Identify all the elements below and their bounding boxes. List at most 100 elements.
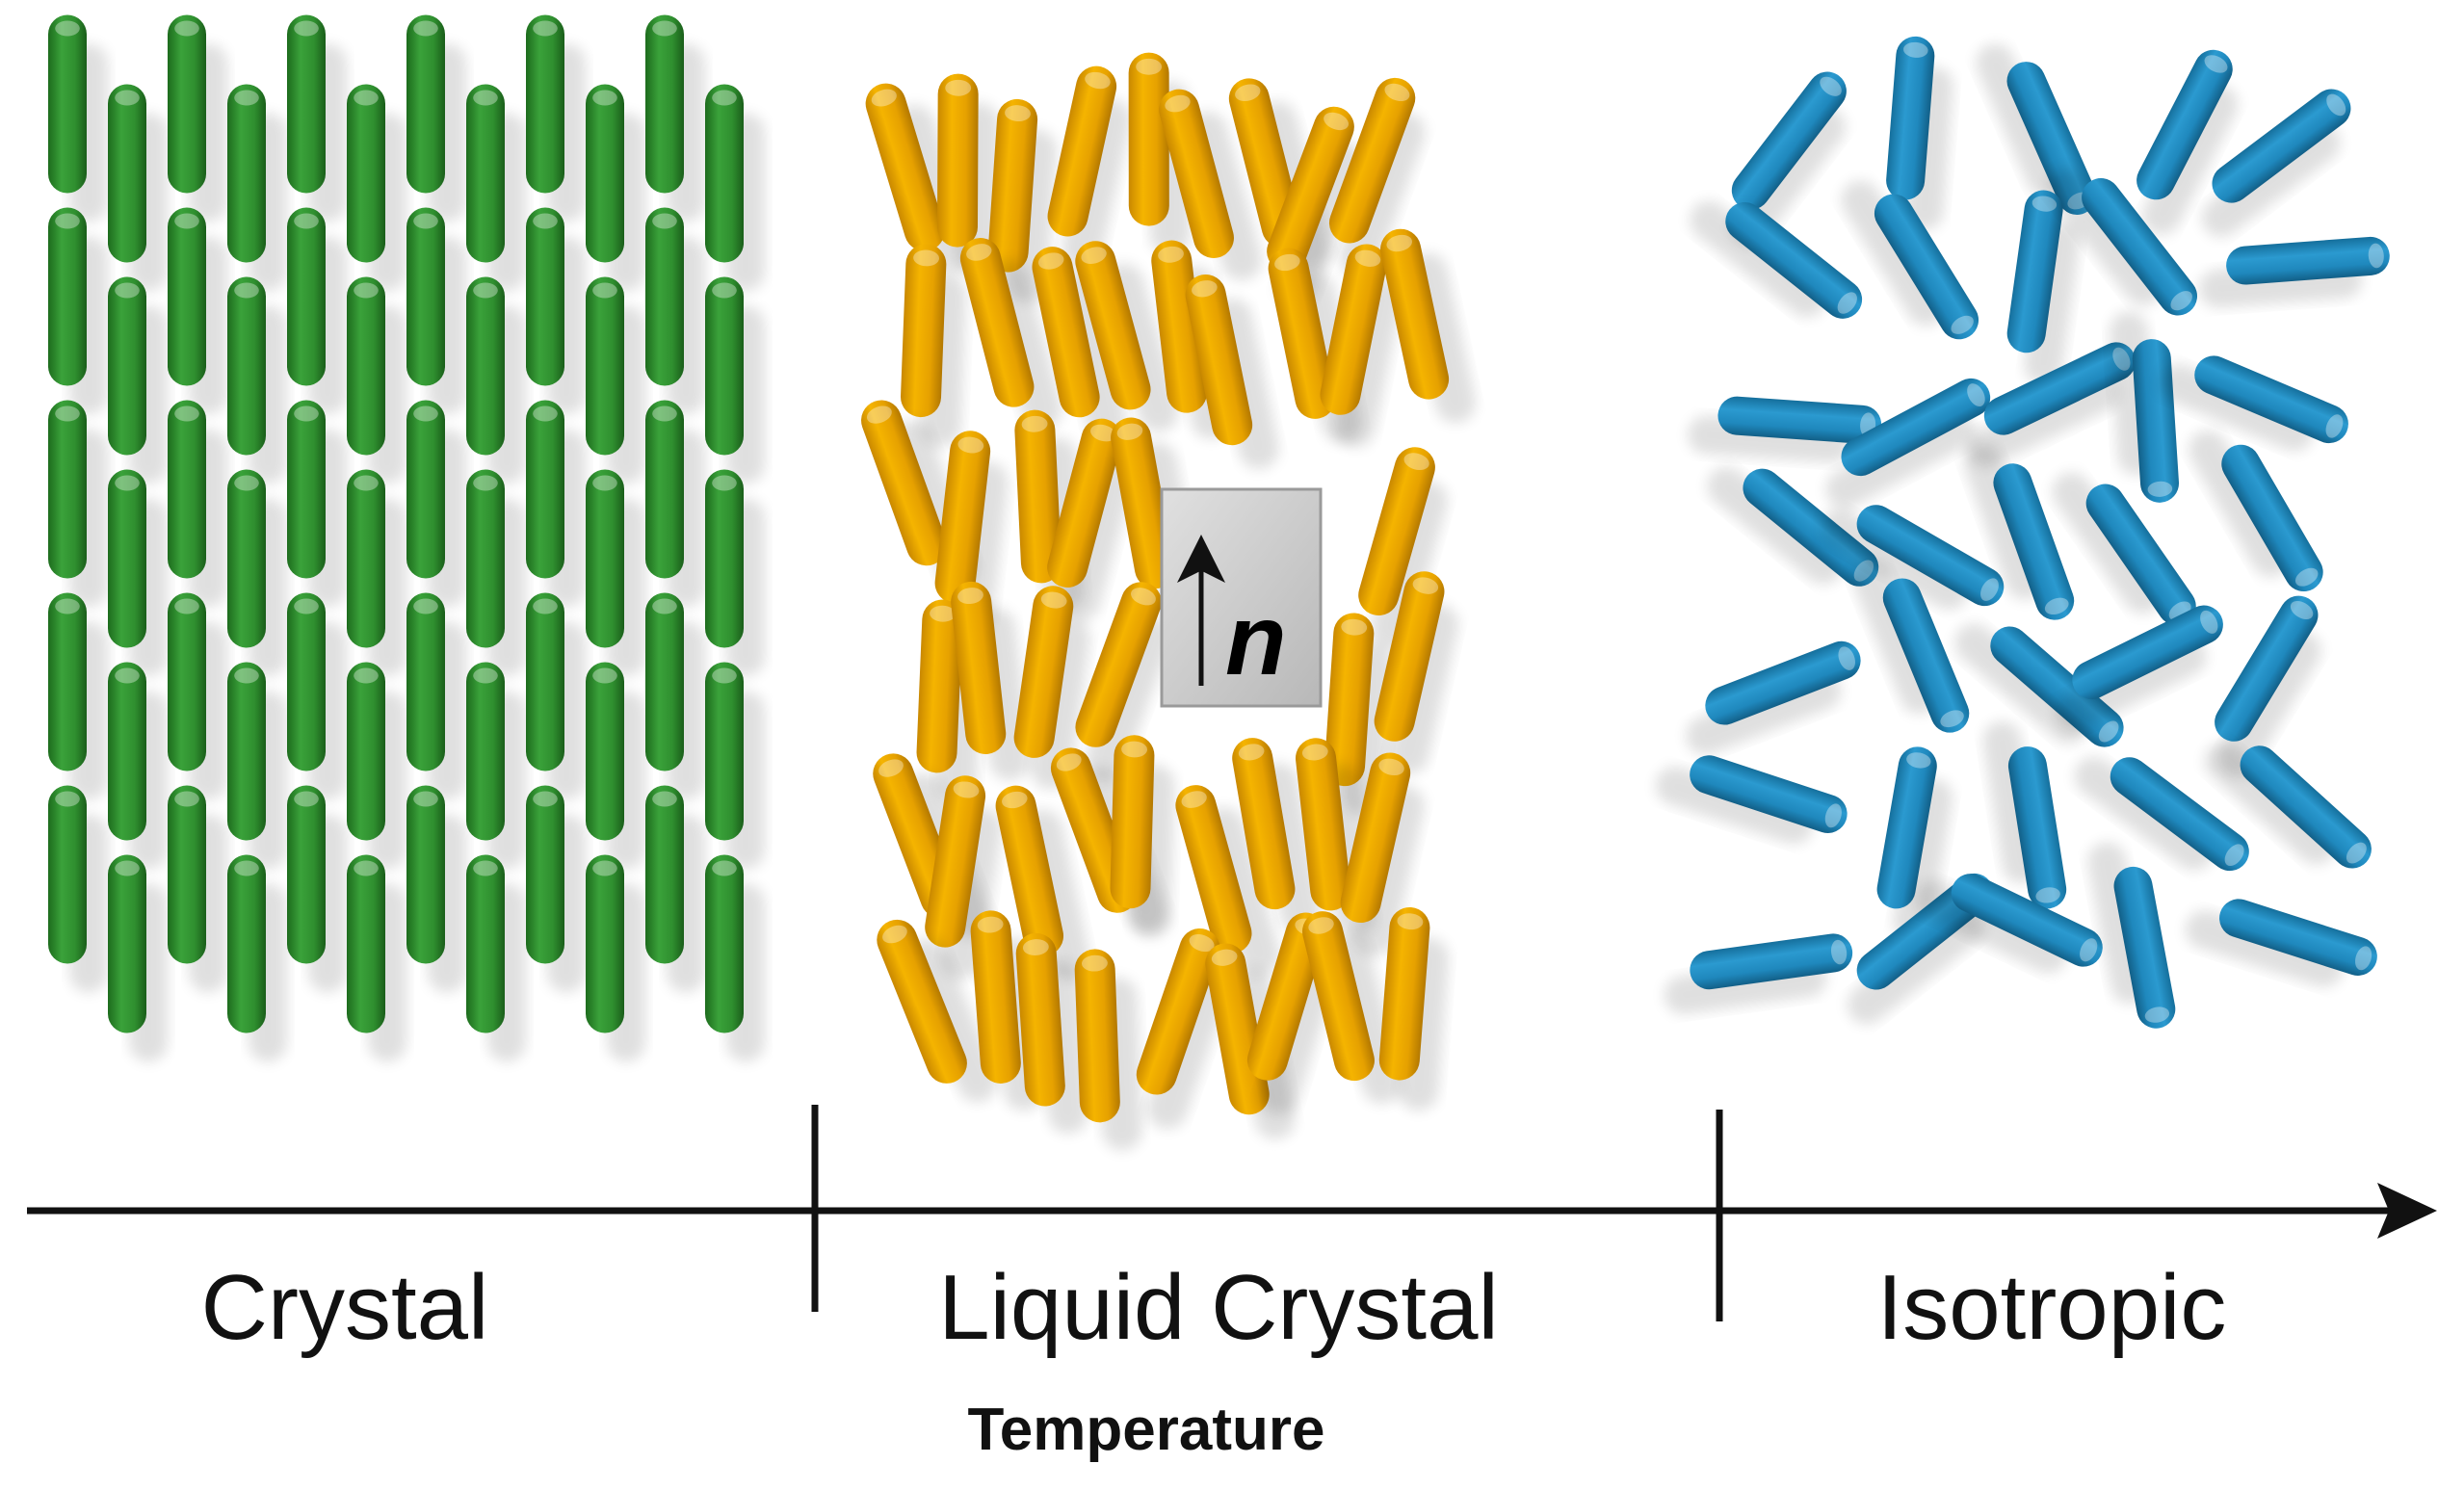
crystal-rod (168, 400, 227, 608)
liquid-crystal-rod (1136, 928, 1231, 1130)
isotropic-rod (2109, 311, 2180, 503)
crystal-rod (287, 207, 347, 415)
liquid-crystal-label: Liquid Crystal (938, 1256, 1499, 1359)
crystal-rod (526, 785, 586, 993)
isotropic-rod (1982, 720, 2067, 909)
crystal-rod (108, 854, 168, 1062)
isotropic-rod (1686, 640, 1861, 755)
crystal-rod (466, 276, 526, 484)
crystal-rod (347, 469, 406, 677)
isotropic-rod (2074, 756, 2249, 872)
axis-arrow-icon (2377, 1183, 2437, 1239)
crystal-rod (705, 469, 765, 677)
liquid-crystal-rod (1380, 228, 1476, 424)
isotropic-rod (1886, 36, 1953, 231)
crystal-rod (466, 84, 526, 292)
liquid-crystal-rod (1185, 274, 1279, 470)
axis-label: Temperature (968, 1397, 1325, 1463)
crystal-rod (347, 854, 406, 1062)
isotropic-rod (2136, 49, 2239, 236)
crystal-rod (406, 400, 466, 608)
liquid-crystal-rod (1232, 738, 1322, 935)
crystal-rod (347, 84, 406, 292)
crystal-rod (466, 662, 526, 870)
liquid-crystal-rod (1075, 582, 1172, 782)
liquid-crystal-rod (1110, 735, 1175, 938)
liquid-crystal-rod (1013, 586, 1090, 790)
crystal-rod (586, 662, 645, 870)
isotropic-rod (1664, 933, 1853, 1015)
crystal-rod (227, 662, 287, 870)
director-box: n (1160, 487, 1323, 708)
isotropic-rod (1655, 755, 1848, 845)
liquid-crystal-rod (1047, 65, 1132, 270)
crystal-rod (586, 469, 645, 677)
crystal-rod (526, 14, 586, 222)
isotropic-rod (2006, 190, 2081, 385)
crystal-rod (227, 84, 287, 292)
isotropic-label: Isotropic (1877, 1256, 2227, 1359)
isotropic-rod (2056, 605, 2223, 732)
crystal-rod (526, 592, 586, 800)
liquid-crystal-rod (1047, 418, 1136, 621)
liquid-crystal-rod (995, 785, 1090, 980)
crystal-rod (645, 592, 705, 800)
crystal-rod (108, 276, 168, 484)
isotropic-rod (2160, 355, 2348, 452)
liquid-crystal-rod (936, 73, 1000, 276)
crystal-rod (586, 84, 645, 292)
crystal-rod (526, 207, 586, 415)
crystal-rod (466, 854, 526, 1062)
crystal-rod (466, 469, 526, 677)
crystal-rod (287, 592, 347, 800)
isotropic-rod (2087, 842, 2176, 1029)
crystal-rod (168, 592, 227, 800)
liquid-crystal-rod (925, 775, 1003, 980)
crystal-rod (287, 785, 347, 993)
liquid-crystal-rod (1374, 571, 1459, 774)
crystal-rod (48, 207, 108, 415)
liquid-crystal-rod (1328, 77, 1426, 278)
isotropic-rod (2185, 899, 2377, 987)
crystal-rod (108, 469, 168, 677)
crystal-rod (645, 400, 705, 608)
crystal-rod (227, 276, 287, 484)
crystal-rod (48, 592, 108, 800)
isotropic-rod (1821, 505, 2005, 611)
isotropic-rod (1687, 396, 1882, 463)
isotropic-rod (1851, 560, 1970, 733)
crystal-rod (48, 785, 108, 993)
isotropic-rod (1916, 874, 2103, 974)
crystal-rod (168, 785, 227, 993)
crystal-rod (406, 207, 466, 415)
isotropic-rod (2189, 430, 2323, 592)
isotropic-phase-molecules (1655, 36, 2390, 1029)
isotropic-rod (2201, 89, 2351, 238)
crystal-rod (586, 276, 645, 484)
liquid-crystal-rod (1378, 906, 1450, 1111)
isotropic-rod (2052, 472, 2196, 626)
crystal-label: Crystal (201, 1256, 489, 1359)
crystal-rod (287, 14, 347, 222)
liquid-crystal-rod (877, 919, 998, 1103)
isotropic-rod (1963, 443, 2075, 620)
isotropic-rod (2047, 168, 2198, 316)
crystal-rod (645, 14, 705, 222)
crystal-rod (227, 854, 287, 1062)
temperature-axis (27, 1105, 2437, 1321)
isotropic-rod (1876, 746, 1953, 941)
crystal-rod (287, 400, 347, 608)
director-symbol: n (1225, 585, 1287, 696)
liquid-crystal-rod (1032, 247, 1127, 442)
isotropic-rod (2215, 595, 2321, 777)
crystal-rod (645, 785, 705, 993)
isotropic-rod (1841, 180, 1979, 340)
crystal-rod (227, 469, 287, 677)
crystal-rod (406, 785, 466, 993)
liquid-crystal-rod (1015, 932, 1088, 1135)
crystal-rod (526, 400, 586, 608)
isotropic-rod (2204, 742, 2372, 869)
liquid-crystal-rod (1075, 241, 1179, 432)
crystal-rod (48, 400, 108, 608)
